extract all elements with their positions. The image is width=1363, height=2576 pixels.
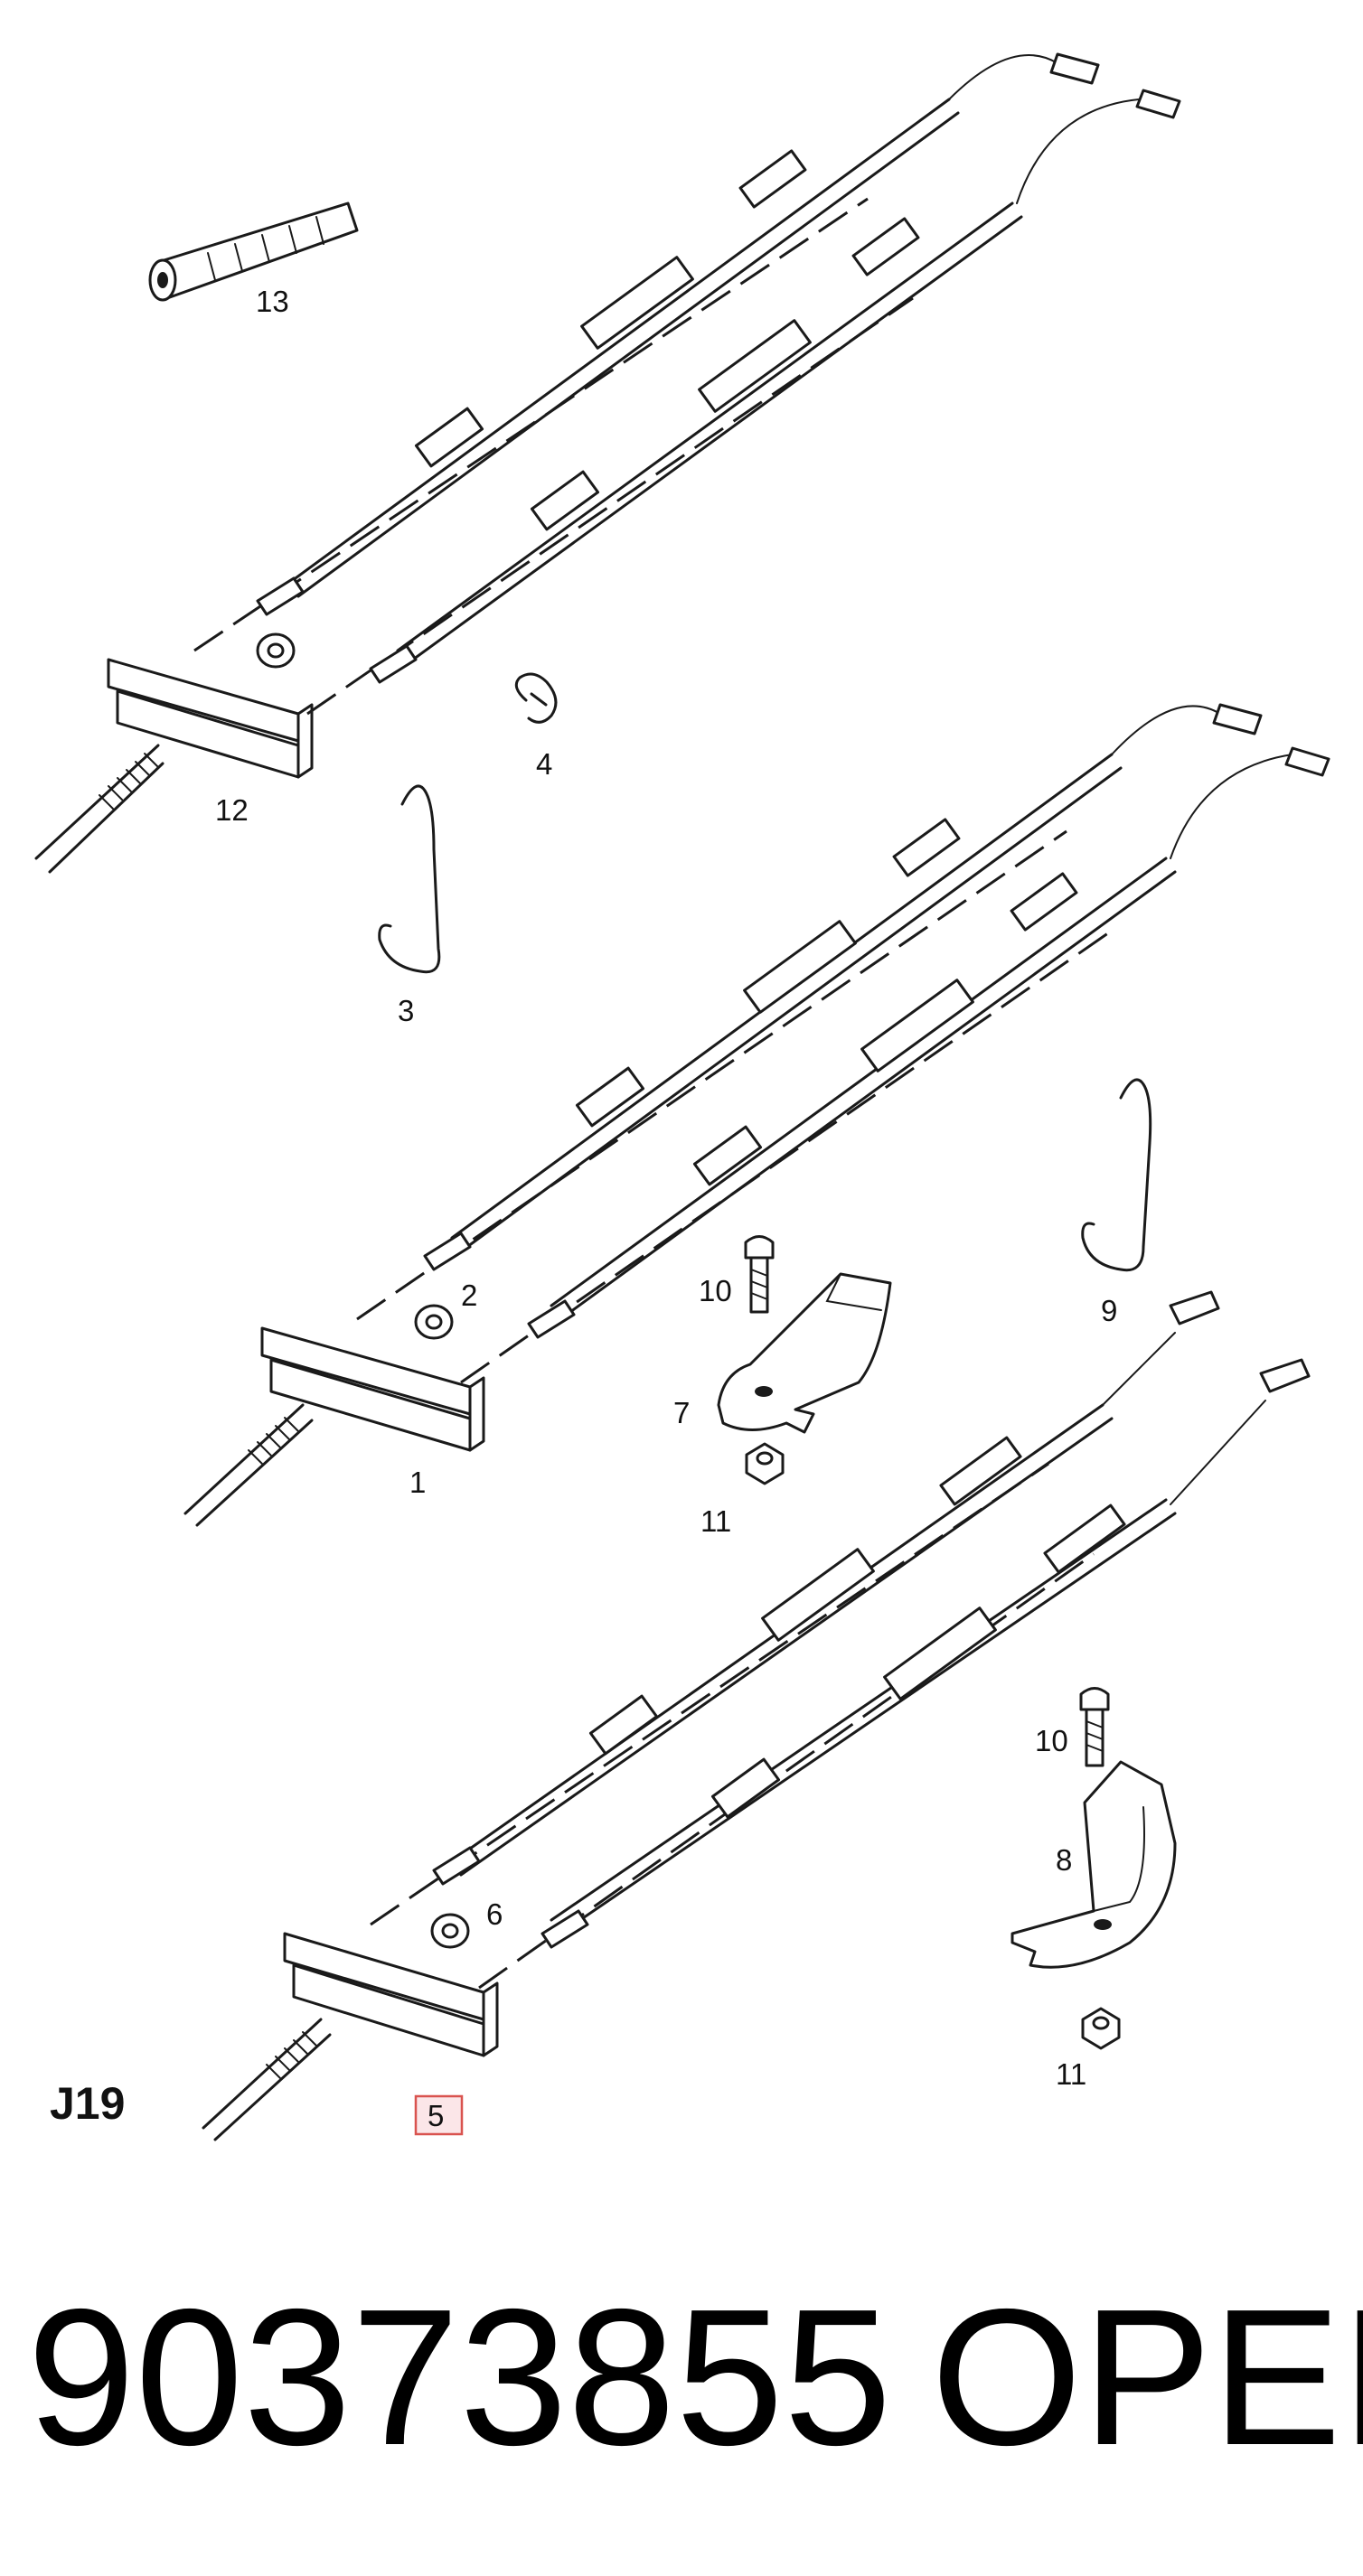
bracket-8	[1010, 1760, 1177, 1969]
callout-2: 2	[461, 1279, 477, 1312]
callout-5: 5	[428, 2099, 444, 2132]
callout-1: 1	[409, 1466, 426, 1499]
callout-13: 13	[256, 285, 289, 318]
rubber-boot-13	[148, 201, 359, 302]
spring-hook-3	[378, 784, 441, 974]
nut-11-upper	[745, 1442, 785, 1485]
callout-11-upper: 11	[700, 1504, 731, 1538]
callout-10-lower: 10	[1035, 1724, 1068, 1757]
bolt-10-upper	[744, 1235, 775, 1314]
callout-9: 9	[1101, 1294, 1117, 1327]
callout-4: 4	[536, 747, 552, 781]
part-number: 90373855	[27, 2268, 892, 2486]
nut-11-lower	[1081, 2007, 1121, 2050]
callout-6: 6	[486, 1897, 503, 1931]
bolt-10-lower	[1079, 1687, 1110, 1767]
callout-5-highlight	[414, 2094, 464, 2136]
callout-3: 3	[398, 994, 414, 1027]
callout-11-lower: 11	[1056, 2057, 1086, 2091]
cable-assembly-12	[34, 52, 1181, 874]
callout-8: 8	[1056, 1843, 1072, 1877]
section-code: J19	[50, 2078, 125, 2129]
brand-name: OPEL	[931, 2268, 1363, 2486]
cable-assembly-5	[202, 1290, 1311, 2141]
callout-12: 12	[215, 793, 249, 827]
spring-hook-9	[1081, 1078, 1152, 1272]
callout-7: 7	[673, 1396, 690, 1429]
cable-assembly-1	[183, 703, 1330, 1527]
clip-4	[514, 672, 558, 724]
bracket-7	[717, 1272, 892, 1434]
callout-10-upper: 10	[699, 1274, 732, 1307]
